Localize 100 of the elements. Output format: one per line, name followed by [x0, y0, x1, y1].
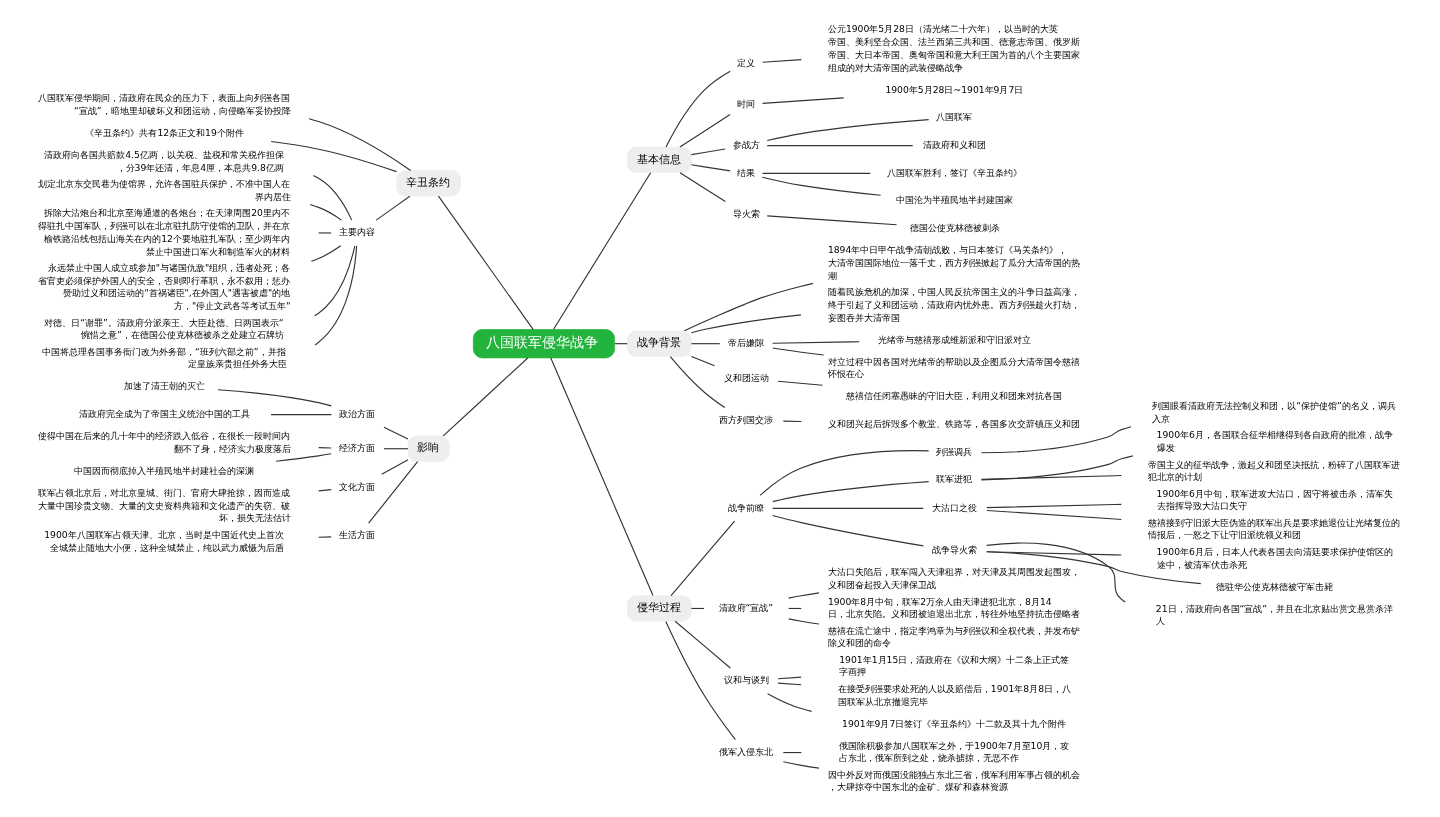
- node-text: 1900年6月中旬，联军进攻大沽口，因守将被击杀，清军失去指挥导致大沽口失守: [1156, 487, 1393, 511]
- connector: [986, 550, 1202, 584]
- connector: [368, 460, 419, 524]
- node-text: 大沽口失陷后，联军闯入天津租界，对天津及其周围发起围攻，义和团奋起投入天津保卫战: [827, 565, 1080, 590]
- node-text: 定义: [737, 56, 756, 68]
- node-text: 使得中国在后来的几十年中的经济跌入低谷，在很长一段时间内翻不了身，经济实力极度落后: [37, 429, 292, 454]
- connector: [314, 244, 356, 316]
- connector: [986, 503, 1122, 508]
- node-text: 1901年9月7日签订《辛丑条约》十二款及其十九个附件: [842, 717, 1067, 729]
- connector: [270, 413, 332, 415]
- node-text: 中国将总理各国事务衙门改为外务部，“班列六部之前”，并指定皇族亲贵担任外务大臣: [42, 345, 287, 369]
- connector: [690, 147, 726, 155]
- node-text: 随着民族危机的加深，中国人民反抗帝国主义的斗争日益高涨，终于引起了义和团运动，清政府内忧外患。西方列强趁火打劫，妄图吞并大清帝国: [827, 285, 1080, 323]
- node-text: 俄国除积极参加八国联军之外，于1900年7月至10月，攻占东北，俄军所到之处，烧杀掳掠，无恶不作: [839, 739, 1070, 763]
- node-text: 列强调兵: [936, 445, 973, 457]
- connector: [762, 172, 871, 174]
- connector: [772, 340, 860, 344]
- node-text: 1900年6月，各国联合征华相继得到各自政府的批准，战争爆发: [1156, 428, 1393, 453]
- connector: [980, 454, 1134, 480]
- connector: [761, 176, 882, 196]
- connector: [670, 520, 736, 596]
- connector: [442, 356, 529, 436]
- connector: [275, 452, 332, 462]
- connector: [772, 346, 825, 356]
- node-text: 永远禁止中国人成立或参加"与诸国仇敌"组织，违者处死；各省官吏必须保护外国人的安全，否则即行革职，永不叙用；惩办赞助过义和团运动的"首祸诸臣",在外国人"遇害被虐"的地方，"停止文武各等考试五年": [37, 261, 291, 311]
- connector: [986, 509, 1122, 520]
- node-text: 在接受列强要求处死的人以及赔偿后，1901年8月8日，八国联军从北京撤退完毕: [837, 682, 1072, 707]
- connector: [788, 591, 820, 599]
- node-box: 侵华过程: [627, 594, 692, 622]
- connector: [679, 171, 726, 202]
- node-text: 光绪帝与慈禧形成维新派和守旧派对立: [878, 333, 1032, 345]
- connector: [782, 760, 820, 769]
- node-text: 德驻华公使克林德被守军击毙: [1216, 580, 1334, 592]
- node-text: 八国联军侵华期间，清政府在民众的压力下，表面上向列强各国“宣战”，暗地里却破坏义和团运动，向侵略军妥协投降: [37, 91, 291, 116]
- connector: [762, 58, 802, 63]
- node-text: 中国沦为半殖民地半封建国家: [896, 193, 1014, 205]
- connector: [679, 113, 731, 148]
- connector: [980, 425, 1132, 453]
- node-text: 对德、日“谢罪”。清政府分派亲王、大臣赴德、日两国表示“惋惜之意”，在德国公使克林德被杀之处建立石牌坊: [44, 316, 284, 340]
- node-box: 辛丑条约: [396, 169, 461, 196]
- node-text: 八国联军胜利，签订《辛丑条约》: [886, 166, 1022, 178]
- node-text: 慈禧接到守旧派大臣伪造的联军出兵是要求她退位让光绪复位的情报后，一怒之下让守旧派统领义和团: [1148, 516, 1401, 540]
- node-text: 政治方面: [339, 407, 376, 419]
- connector: [788, 617, 820, 625]
- node-text: 划定北京东交民巷为使馆界，允许各国驻兵保护，不准中国人在界内居住: [37, 177, 292, 202]
- node-text: 文化方面: [339, 480, 376, 491]
- connector: [383, 426, 409, 440]
- connector: [980, 474, 1122, 480]
- connector: [766, 144, 914, 146]
- connector: [550, 356, 654, 596]
- connector: [690, 342, 721, 344]
- connector: [669, 355, 726, 408]
- node-text: 1894年中日甲午战争清朝战败，与日本签订《马关条约》，大清帝国国际地位一落千丈，西方列强掀起了瓜分大清帝国的热潮: [827, 243, 1080, 281]
- connector: [782, 420, 802, 422]
- connector: [375, 195, 411, 221]
- connector: [767, 692, 813, 712]
- node-text: 慈禧信任闭塞愚昧的守旧大臣，利用义和团来对抗各国: [846, 389, 1063, 401]
- node-text: 公元1900年5月28日（清光绪二十六年），以当时的大英帝国、美利坚合众国、法兰西第三共和国、德意志帝国、俄罗斯帝国、大日本帝国、奥匈帝国和意大利王国为首的八个主要国家组成的对大清帝国的武装侵略战争: [827, 22, 1080, 73]
- node-text: 战争导火索: [932, 543, 978, 555]
- node-box: 基本信息: [627, 146, 692, 173]
- node-text: 清政府向各国共赔款4.5亿两，以关税、盐税和常关税作担保，分39年还清，年息4厘，本息共9.8亿两: [44, 148, 284, 173]
- connector: [762, 96, 845, 104]
- connector: [766, 118, 930, 141]
- node-text: 1900年8月中旬，联军2万余人由天津进犯北京，8月14日，北京失陷。义和团被迫退出北京，转往外地坚持抗击侵略者: [827, 594, 1080, 619]
- node-text: 西方列国交涉: [719, 413, 774, 425]
- node-box: 战争背景: [627, 330, 692, 357]
- node-text: 拆除大沽炮台和北京至海通道的各炮台；在天津周围20里内不得驻扎中国军队，列强可以在北京驻扎防守使馆的卫队，并在京榆铁路沿线包括山海关在内的12个要地驻扎军队；至少两年内禁止中国进口军火和制造军火的材料: [37, 206, 291, 257]
- connector: [759, 449, 930, 496]
- node-text: 八国联军: [936, 110, 973, 122]
- connector: [553, 171, 652, 330]
- connector: [665, 70, 731, 147]
- node-text: 联军进犯: [936, 472, 973, 484]
- connector: [665, 620, 736, 740]
- node-text: 生活方面: [339, 528, 376, 540]
- node-text: 议和与谈判: [723, 673, 769, 685]
- node-box: 八国联军侵华战争: [472, 328, 615, 358]
- node-text: 1900年5月28日~1901年9月7日: [885, 83, 1024, 95]
- node-text: 经济方面: [339, 441, 376, 453]
- node-text: 俄军入侵东北: [719, 745, 774, 757]
- connector: [318, 488, 332, 491]
- node-text: 义和团运动: [723, 371, 769, 383]
- node-text: 帝国主义的征华战争，激起义和团坚决抵抗，粉碎了八国联军进犯北京的计划: [1148, 457, 1401, 482]
- connector: [777, 380, 824, 386]
- connector: [772, 507, 924, 509]
- connector: [310, 244, 342, 262]
- node-text: 21日，清政府向各国“宣战”，并且在北京贴出赏文悬赏杀洋人: [1155, 602, 1394, 626]
- node-text: 德国公使克林德被刺杀: [909, 221, 1000, 233]
- node-text: 导火索: [732, 207, 760, 219]
- connector: [381, 458, 409, 475]
- connector: [308, 117, 412, 171]
- connector: [683, 282, 814, 331]
- connector: [766, 214, 898, 225]
- connector: [318, 231, 332, 234]
- node-text: 《辛丑条约》共有12条正文和19个附件: [85, 126, 244, 138]
- node-box: 影响: [407, 435, 450, 462]
- node-text: 主要内容: [339, 225, 376, 237]
- connector: [690, 163, 731, 171]
- node-text: 中国因而彻底掉入半殖民地半封建社会的深渊: [74, 464, 255, 476]
- node-text: 慈禧在流亡途中，指定李鸿章为与列强议和全权代表，并发布铲除义和团的命令: [827, 624, 1080, 648]
- node-text: 1900年八国联军占领天津、北京，当时是中国近代史上首次全城禁止随地大小便，这种全城禁止，纯以武力威慑为后盾: [44, 528, 284, 553]
